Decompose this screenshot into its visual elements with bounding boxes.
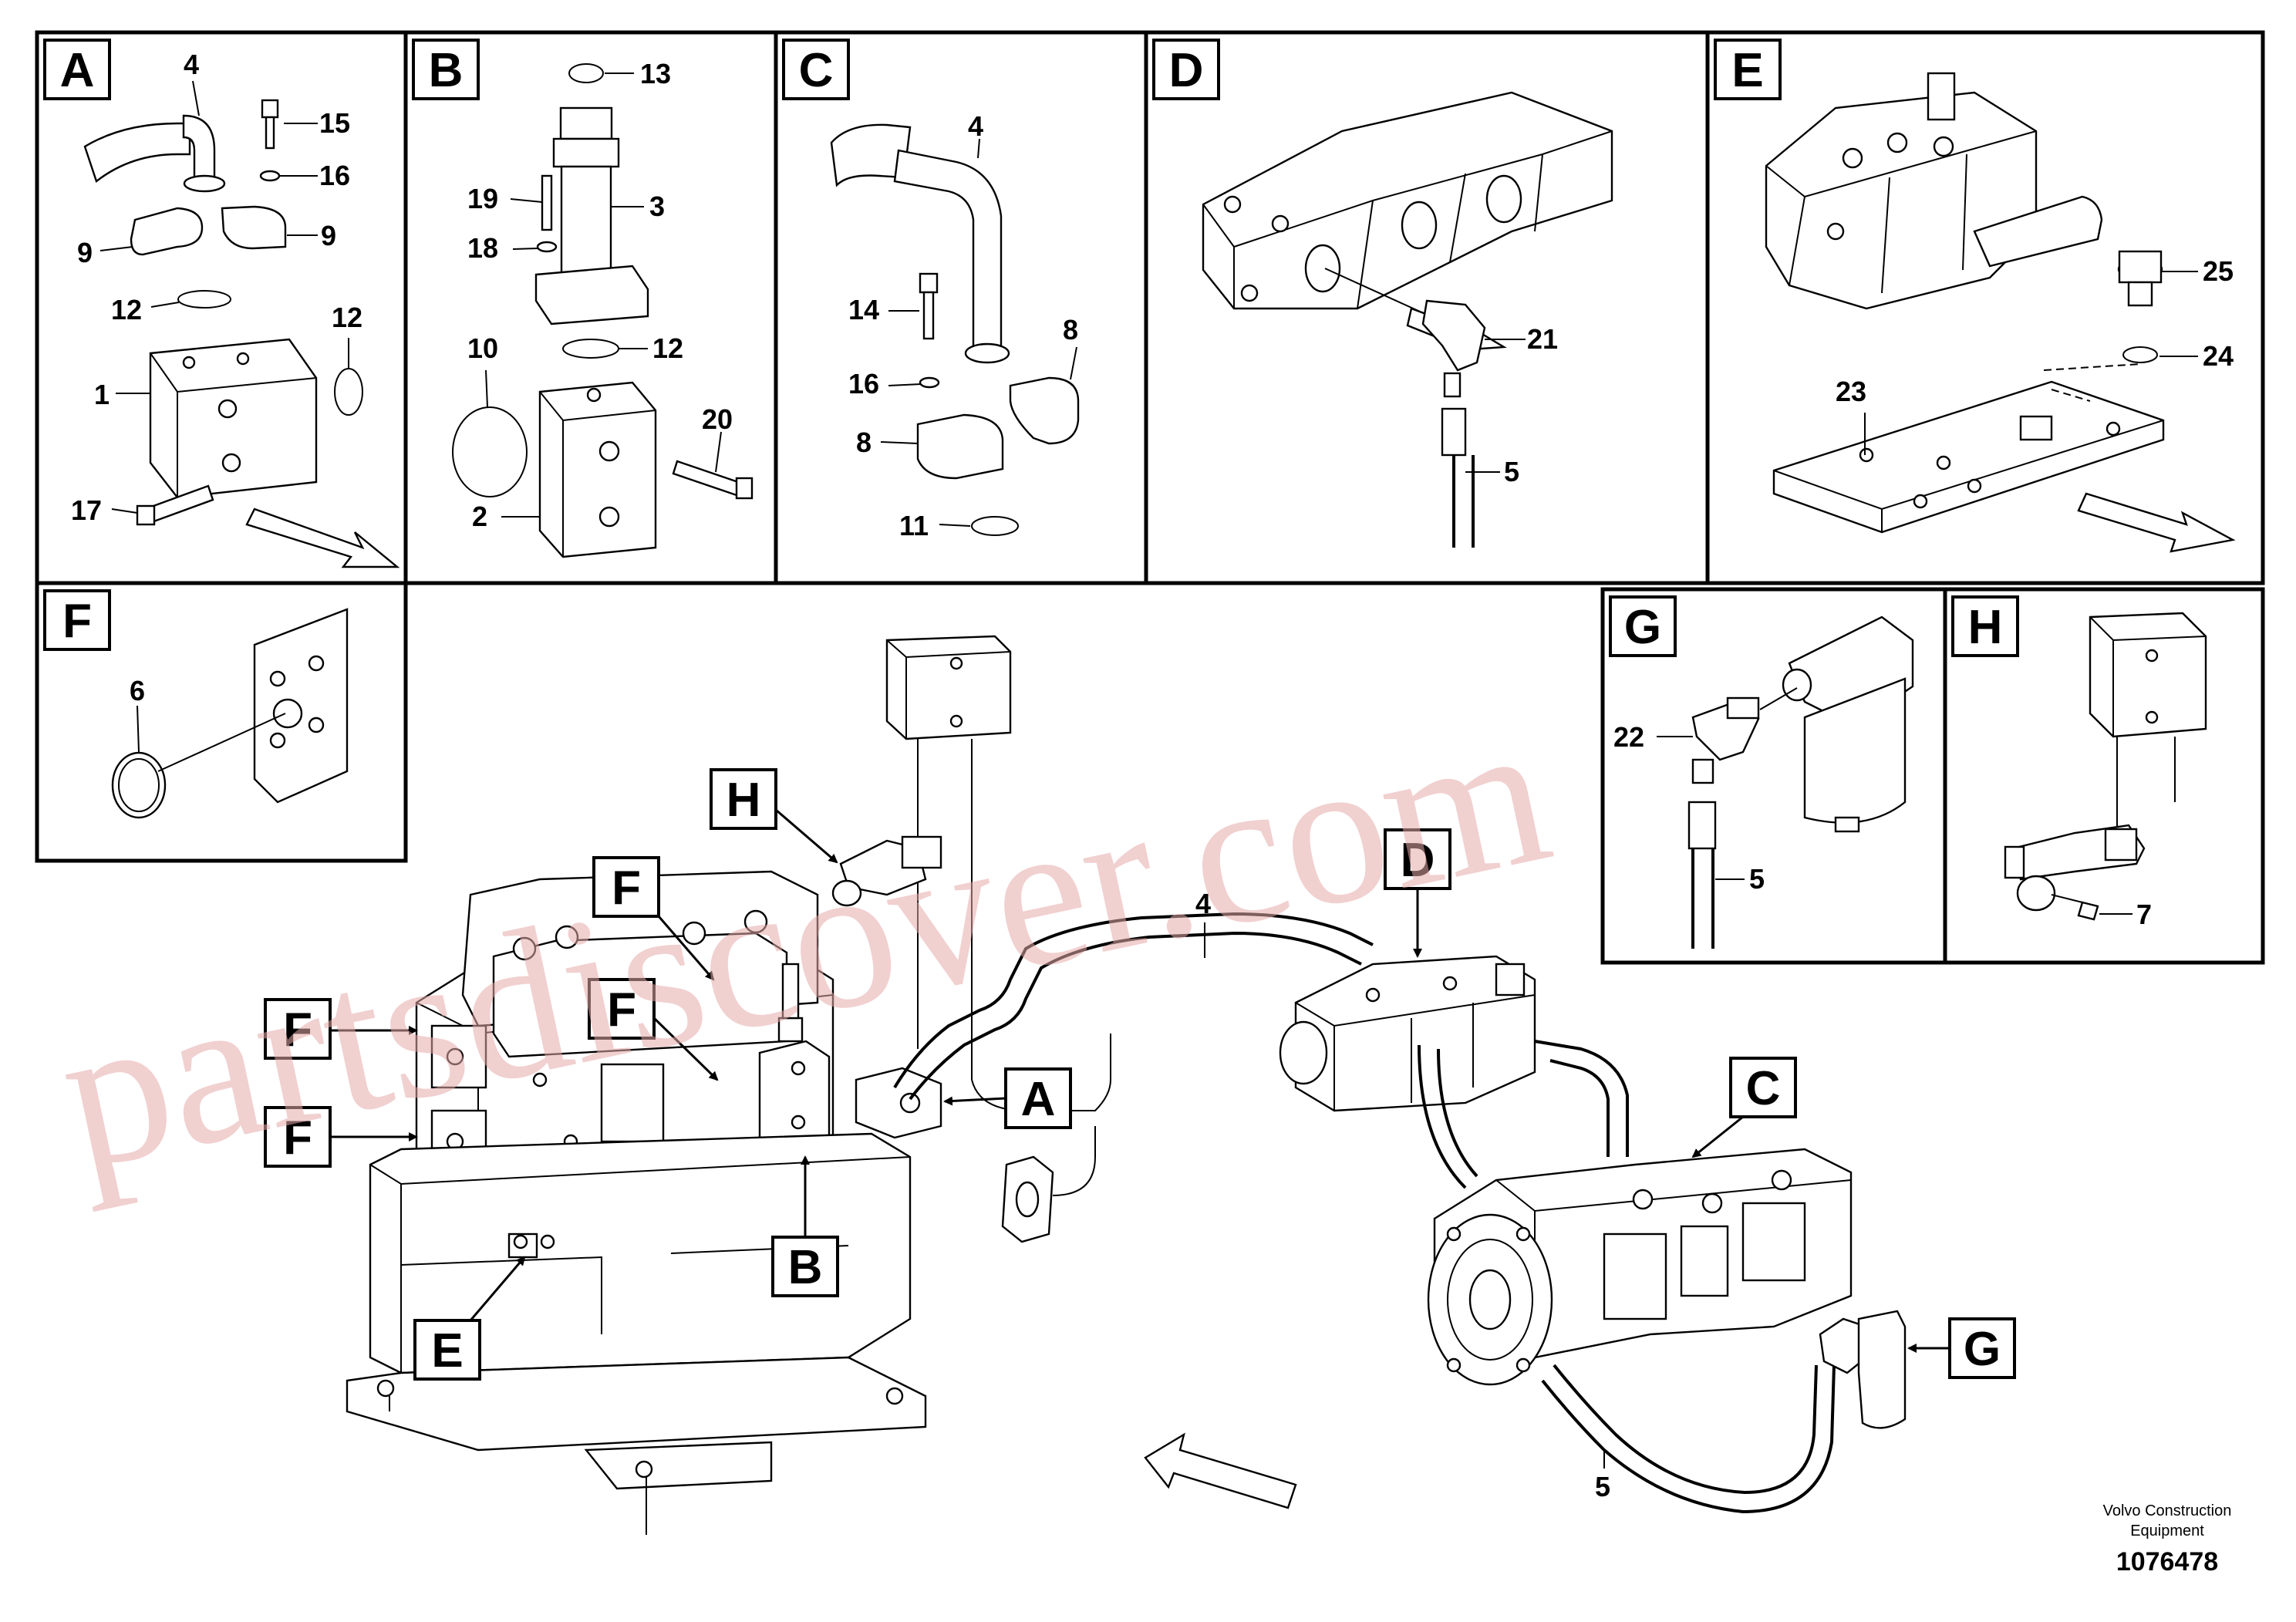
svg-text:C: C [1746,1062,1781,1115]
svg-text:B: B [788,1241,823,1294]
panel-c-letter-box: C [782,39,850,100]
main-label-f-top: F [592,856,715,981]
panel-d-letter: D [1169,44,1204,97]
main-label-f-middle: F [588,978,719,1081]
main-label-h: H [710,768,838,864]
svg-text:D: D [1401,834,1435,887]
main-label-a: A [943,1067,1072,1129]
panel-c-frame [774,30,1148,585]
panel-d-callout-21: 21 [1527,323,1558,355]
panel-h-letter: H [1968,601,2003,654]
panel-a-callout-9-right: 9 [321,220,336,251]
panel-b-callout-13: 13 [640,58,671,89]
panel-a-callout-12-left: 12 [111,294,142,325]
panel-a-callout-17: 17 [71,494,102,526]
panel-e-callout-23: 23 [1836,376,1866,407]
svg-text:F: F [607,983,636,1037]
panel-g-drawing: 22 5 [1613,615,1914,949]
main-callout-5: 5 [1595,1471,1610,1502]
panel-c-drawing: 4 14 8 16 8 11 [830,110,1080,541]
main-label-c: C [1691,1057,1797,1158]
main-direction-arrow [1144,1432,1297,1509]
footer-company-line2: Equipment [2130,1523,2204,1539]
footer-drawing-number: 1076478 [2116,1547,2218,1576]
panel-h-callout-7: 7 [2136,899,2152,930]
panel-b-callout-10: 10 [467,332,498,364]
svg-text:G: G [1964,1323,2001,1376]
main-label-b: B [771,1155,839,1297]
svg-text:E: E [431,1324,463,1378]
main-callout-4: 4 [1195,888,1211,919]
panel-d-drawing: 21 5 [1202,91,1613,548]
panel-c-letter: C [799,44,834,97]
panel-e-letter-box: E [1714,39,1782,100]
panel-d-letter-box: D [1152,39,1220,100]
panel-c-callout-11: 11 [899,510,929,541]
panel-b-callout-12: 12 [652,332,683,364]
panel-h-drawing: 7 [2004,612,2207,930]
panel-c-callout-8-right: 8 [1063,314,1078,346]
svg-text:H: H [727,774,761,827]
panel-c-callout-14: 14 [848,294,879,325]
panel-g-callout-5: 5 [1749,863,1765,895]
main-label-e: E [413,1256,526,1381]
main-assembly-drawing [346,635,1907,1535]
panel-e-letter: E [1731,44,1763,97]
panel-b-callout-2: 2 [472,501,487,532]
panel-a-callout-16: 16 [319,160,350,191]
panel-h-letter-box: H [1951,595,2019,657]
panel-a-drawing: 4 15 16 9 9 12 12 1 17 [71,49,400,568]
panel-a-callout-4: 4 [184,49,199,80]
panel-g-letter-box: G [1609,595,1677,657]
panel-a-callout-12-right: 12 [332,302,362,333]
svg-text:A: A [1021,1073,1056,1126]
panel-a-callout-15: 15 [319,107,350,139]
panel-b-callout-18: 18 [467,232,498,264]
svg-text:F: F [283,1003,312,1057]
main-label-d: D [1384,828,1451,958]
panel-c-callout-8-left: 8 [856,427,872,458]
footer-company-line1: Volvo Construction [2103,1502,2232,1519]
panel-d-callout-5: 5 [1504,456,1519,487]
svg-text:F: F [283,1111,312,1165]
panel-b-callout-20: 20 [702,403,733,435]
panel-c-callout-16: 16 [848,368,879,400]
panel-e-callout-24: 24 [2203,340,2234,372]
main-label-f-left-upper: F [264,998,418,1060]
svg-text:F: F [612,862,641,915]
panel-b-callout-3: 3 [649,191,665,222]
panel-a-callout-9-left: 9 [77,237,93,268]
panel-c-callout-4: 4 [968,110,983,142]
panel-a-letter-box: A [43,39,111,100]
panel-f-callout-6: 6 [130,675,145,706]
panel-g-letter: G [1624,601,1661,654]
main-label-f-left-lower: F [264,1106,418,1168]
panel-b-callout-19: 19 [467,183,498,214]
panel-f-letter-box: F [43,589,111,651]
panel-b-drawing: 13 19 3 18 12 10 20 2 [452,58,754,558]
main-label-g: G [1907,1317,2016,1379]
panel-b-letter-box: B [412,39,480,100]
panel-b-letter: B [429,44,464,97]
panel-e-drawing: 25 24 23 [1765,72,2236,553]
panel-e-callout-25: 25 [2203,255,2234,287]
panel-a-callout-1: 1 [94,379,110,410]
panel-a-letter: A [60,44,95,97]
panel-f-letter: F [62,595,92,648]
panel-g-callout-22: 22 [1613,721,1644,753]
panel-f-drawing: 6 [111,608,349,819]
